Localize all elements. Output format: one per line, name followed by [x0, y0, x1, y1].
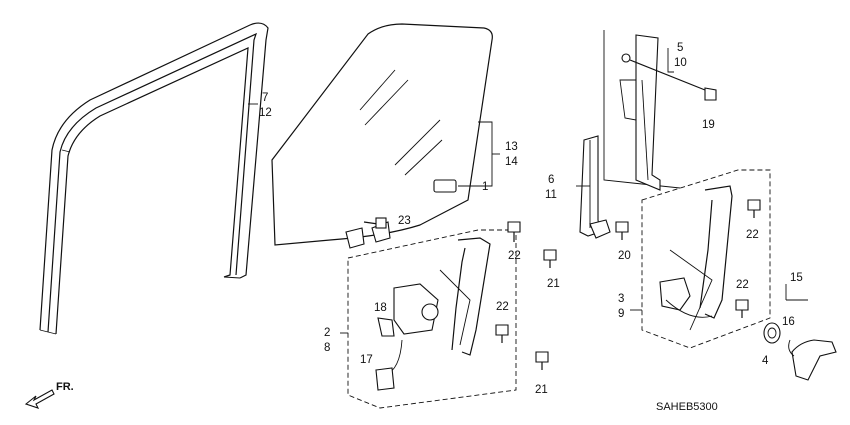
callout-6: 6 [548, 174, 554, 186]
callout-21-b: 21 [535, 384, 548, 396]
bolt-21-a [543, 249, 557, 268]
sash-bracket [603, 30, 717, 191]
front-direction-arrow: FR. [24, 381, 74, 409]
regulator-left [375, 237, 491, 391]
lower-sash-channel [579, 135, 611, 239]
callout-22-c: 22 [746, 229, 759, 241]
callout-11: 11 [545, 189, 557, 201]
direction-label: FR. [56, 381, 74, 393]
regulator-right-box [641, 169, 771, 349]
callout-17: 17 [360, 354, 373, 366]
callout-labels: 7 12 13 14 1 23 5 10 19 6 11 20 22 21 18… [259, 42, 803, 396]
callout-13: 13 [505, 141, 518, 153]
callout-14: 14 [505, 156, 518, 168]
callout-3: 3 [618, 293, 624, 305]
regulator-left-box [347, 229, 517, 409]
regulator-handle [763, 322, 837, 381]
callout-15: 15 [790, 272, 803, 284]
bolt-20 [615, 221, 629, 240]
callout-20: 20 [618, 250, 631, 262]
callout-21-a: 21 [547, 278, 560, 290]
bolt-22-b [495, 324, 509, 343]
bolt-22-a [507, 221, 521, 242]
callout-1: 1 [482, 181, 488, 193]
callout-18: 18 [374, 302, 387, 314]
callout-12: 12 [259, 107, 272, 119]
callout-22-d: 22 [736, 279, 749, 291]
callout-5: 5 [677, 42, 683, 54]
bolt-23 [363, 217, 387, 229]
callout-16: 16 [782, 316, 795, 328]
bolt-22-c [747, 199, 761, 218]
callout-22-a: 22 [508, 250, 521, 262]
door-run-channel [39, 22, 269, 335]
bolt-22-d [735, 299, 749, 318]
callout-2: 2 [324, 327, 330, 339]
door-glass [271, 23, 493, 249]
callout-8: 8 [324, 342, 330, 354]
callout-9: 9 [618, 308, 624, 320]
callout-19: 19 [702, 119, 715, 131]
callout-4: 4 [762, 355, 769, 367]
catalog-code: SAHEB5300 [656, 401, 718, 413]
leader-lines [248, 48, 808, 334]
callout-10: 10 [674, 57, 687, 69]
callout-7: 7 [262, 92, 268, 104]
callout-23: 23 [398, 215, 411, 227]
callout-22-b: 22 [496, 301, 509, 313]
bolt-21-b [535, 351, 549, 370]
regulator-right [659, 185, 733, 331]
